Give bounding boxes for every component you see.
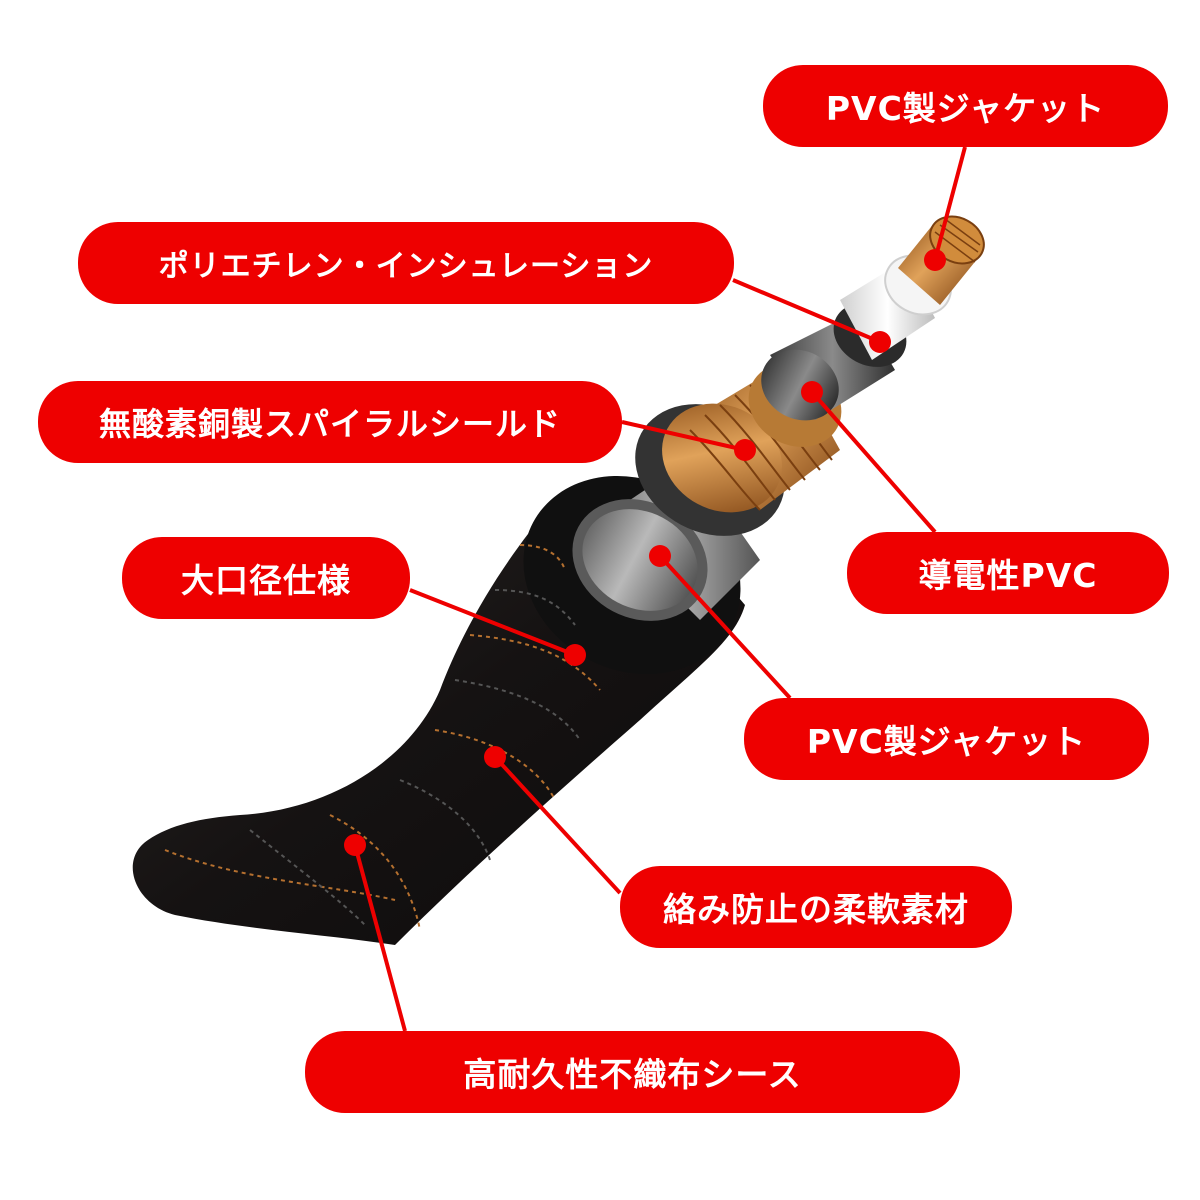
label-text: PVC製ジャケット <box>826 82 1105 130</box>
label-text: PVC製ジャケット <box>807 715 1086 763</box>
label-ofc-spiral-shield: 無酸素銅製スパイラルシールド <box>38 381 622 463</box>
label-text: 導電性PVC <box>919 549 1098 597</box>
label-text: ポリエチレン・インシュレーション <box>159 241 654 285</box>
label-anti-kink-material: 絡み防止の柔軟素材 <box>620 866 1012 948</box>
label-polyethylene-insulation: ポリエチレン・インシュレーション <box>78 222 734 304</box>
label-text: 無酸素銅製スパイラルシールド <box>99 399 561 445</box>
label-text: 絡み防止の柔軟素材 <box>663 883 969 931</box>
label-durable-nonwoven-sheath: 高耐久性不織布シース <box>305 1031 960 1113</box>
label-text: 高耐久性不織布シース <box>463 1048 801 1096</box>
label-large-diameter: 大口径仕様 <box>122 537 410 619</box>
label-conductive-pvc: 導電性PVC <box>847 532 1169 614</box>
label-text: 大口径仕様 <box>181 554 351 602</box>
label-pvc-jacket-outer: PVC製ジャケット <box>744 698 1149 780</box>
label-pvc-jacket-inner: PVC製ジャケット <box>763 65 1168 147</box>
